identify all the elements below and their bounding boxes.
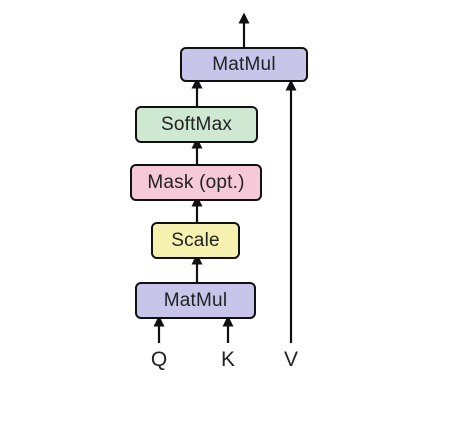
matmul-bottom-block: MatMul (135, 282, 256, 319)
matmul-bottom-label: MatMul (163, 289, 228, 311)
scale-block: Scale (151, 222, 240, 259)
softmax-label: SoftMax (160, 113, 233, 135)
matmul-top-block: MatMul (180, 47, 308, 82)
input-k-label: K (220, 348, 235, 371)
input-q-label: Q (150, 348, 168, 371)
softmax-block: SoftMax (135, 106, 258, 143)
scale-label: Scale (171, 229, 220, 251)
input-v-label: V (283, 348, 298, 371)
mask-label: Mask (opt.) (147, 171, 245, 193)
matmul-top-label: MatMul (212, 53, 276, 75)
mask-block: Mask (opt.) (130, 164, 262, 201)
